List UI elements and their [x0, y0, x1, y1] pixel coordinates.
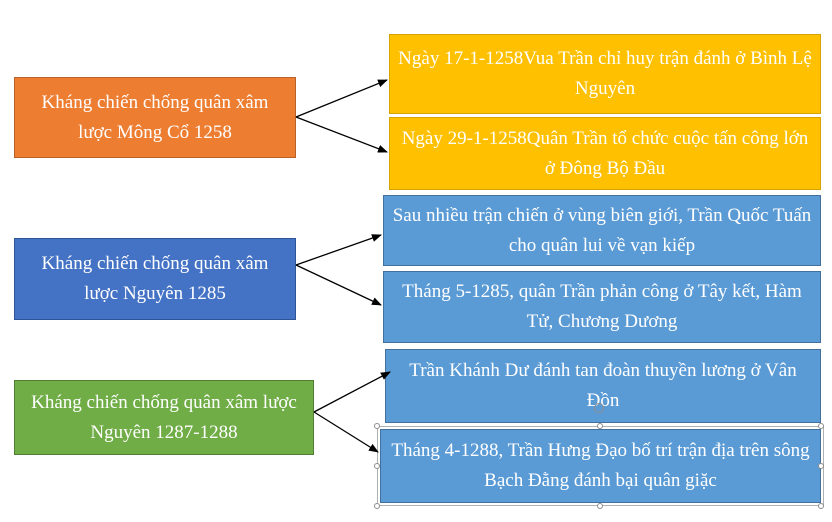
group-label-2: Kháng chiến chống quân xâm lược Nguyên 1… — [41, 253, 269, 304]
rotate-handle-icon[interactable] — [594, 403, 604, 413]
event-box-2-2: Tháng 5-1285, quân Trần phản công ở Tây … — [383, 271, 821, 343]
arrow-3-1 — [313, 371, 391, 413]
resize-handle-br[interactable] — [818, 503, 824, 509]
event-label-1-1: Ngày 17-1-1258Vua Trần chỉ huy trận đánh… — [398, 48, 812, 99]
resize-handle-tm[interactable] — [597, 423, 603, 429]
arrow-2-2 — [295, 264, 382, 306]
resize-handle-bm[interactable] — [597, 503, 603, 509]
event-box-3-2[interactable]: Tháng 4-1288, Trần Hưng Đạo bố trí trận … — [380, 429, 821, 503]
arrow-2-1 — [295, 234, 382, 266]
arrow-1-2 — [295, 116, 388, 153]
group-box-mongol-1258: Kháng chiến chống quân xâm lược Mông Cổ … — [14, 77, 296, 158]
resize-handle-mr[interactable] — [818, 463, 824, 469]
group-box-yuan-1285: Kháng chiến chống quân xâm lược Nguyên 1… — [14, 238, 296, 320]
event-box-1-1: Ngày 17-1-1258Vua Trần chỉ huy trận đánh… — [389, 34, 821, 114]
arrow-1-1 — [295, 79, 388, 118]
event-label-2-2: Tháng 5-1285, quân Trần phản công ở Tây … — [402, 281, 802, 332]
event-label-3-1: Trần Khánh Dư đánh tan đoàn thuyền lương… — [409, 360, 797, 411]
resize-handle-tr[interactable] — [818, 423, 824, 429]
group-label-3: Kháng chiến chống quân xâm lược Nguyên 1… — [31, 391, 297, 443]
resize-handle-ml[interactable] — [374, 463, 380, 469]
event-label-3-2: Tháng 4-1288, Trần Hưng Đạo bố trí trận … — [391, 440, 810, 491]
event-label-2-1: Sau nhiều trận chiến ở vùng biên giới, T… — [392, 204, 812, 256]
group-box-yuan-1287-1288: Kháng chiến chống quân xâm lược Nguyên 1… — [14, 380, 314, 455]
group-label-1: Kháng chiến chống quân xâm lược Mông Cổ … — [41, 91, 269, 143]
resize-handle-bl[interactable] — [374, 503, 380, 509]
event-label-1-2: Ngày 29-1-1258Quân Trần tổ chức cuộc tấn… — [401, 127, 809, 179]
resize-handle-tl[interactable] — [374, 423, 380, 429]
event-box-2-1: Sau nhiều trận chiến ở vùng biên giới, T… — [383, 195, 821, 266]
arrow-3-2 — [313, 411, 379, 453]
event-box-1-2: Ngày 29-1-1258Quân Trần tổ chức cuộc tấn… — [389, 117, 821, 190]
